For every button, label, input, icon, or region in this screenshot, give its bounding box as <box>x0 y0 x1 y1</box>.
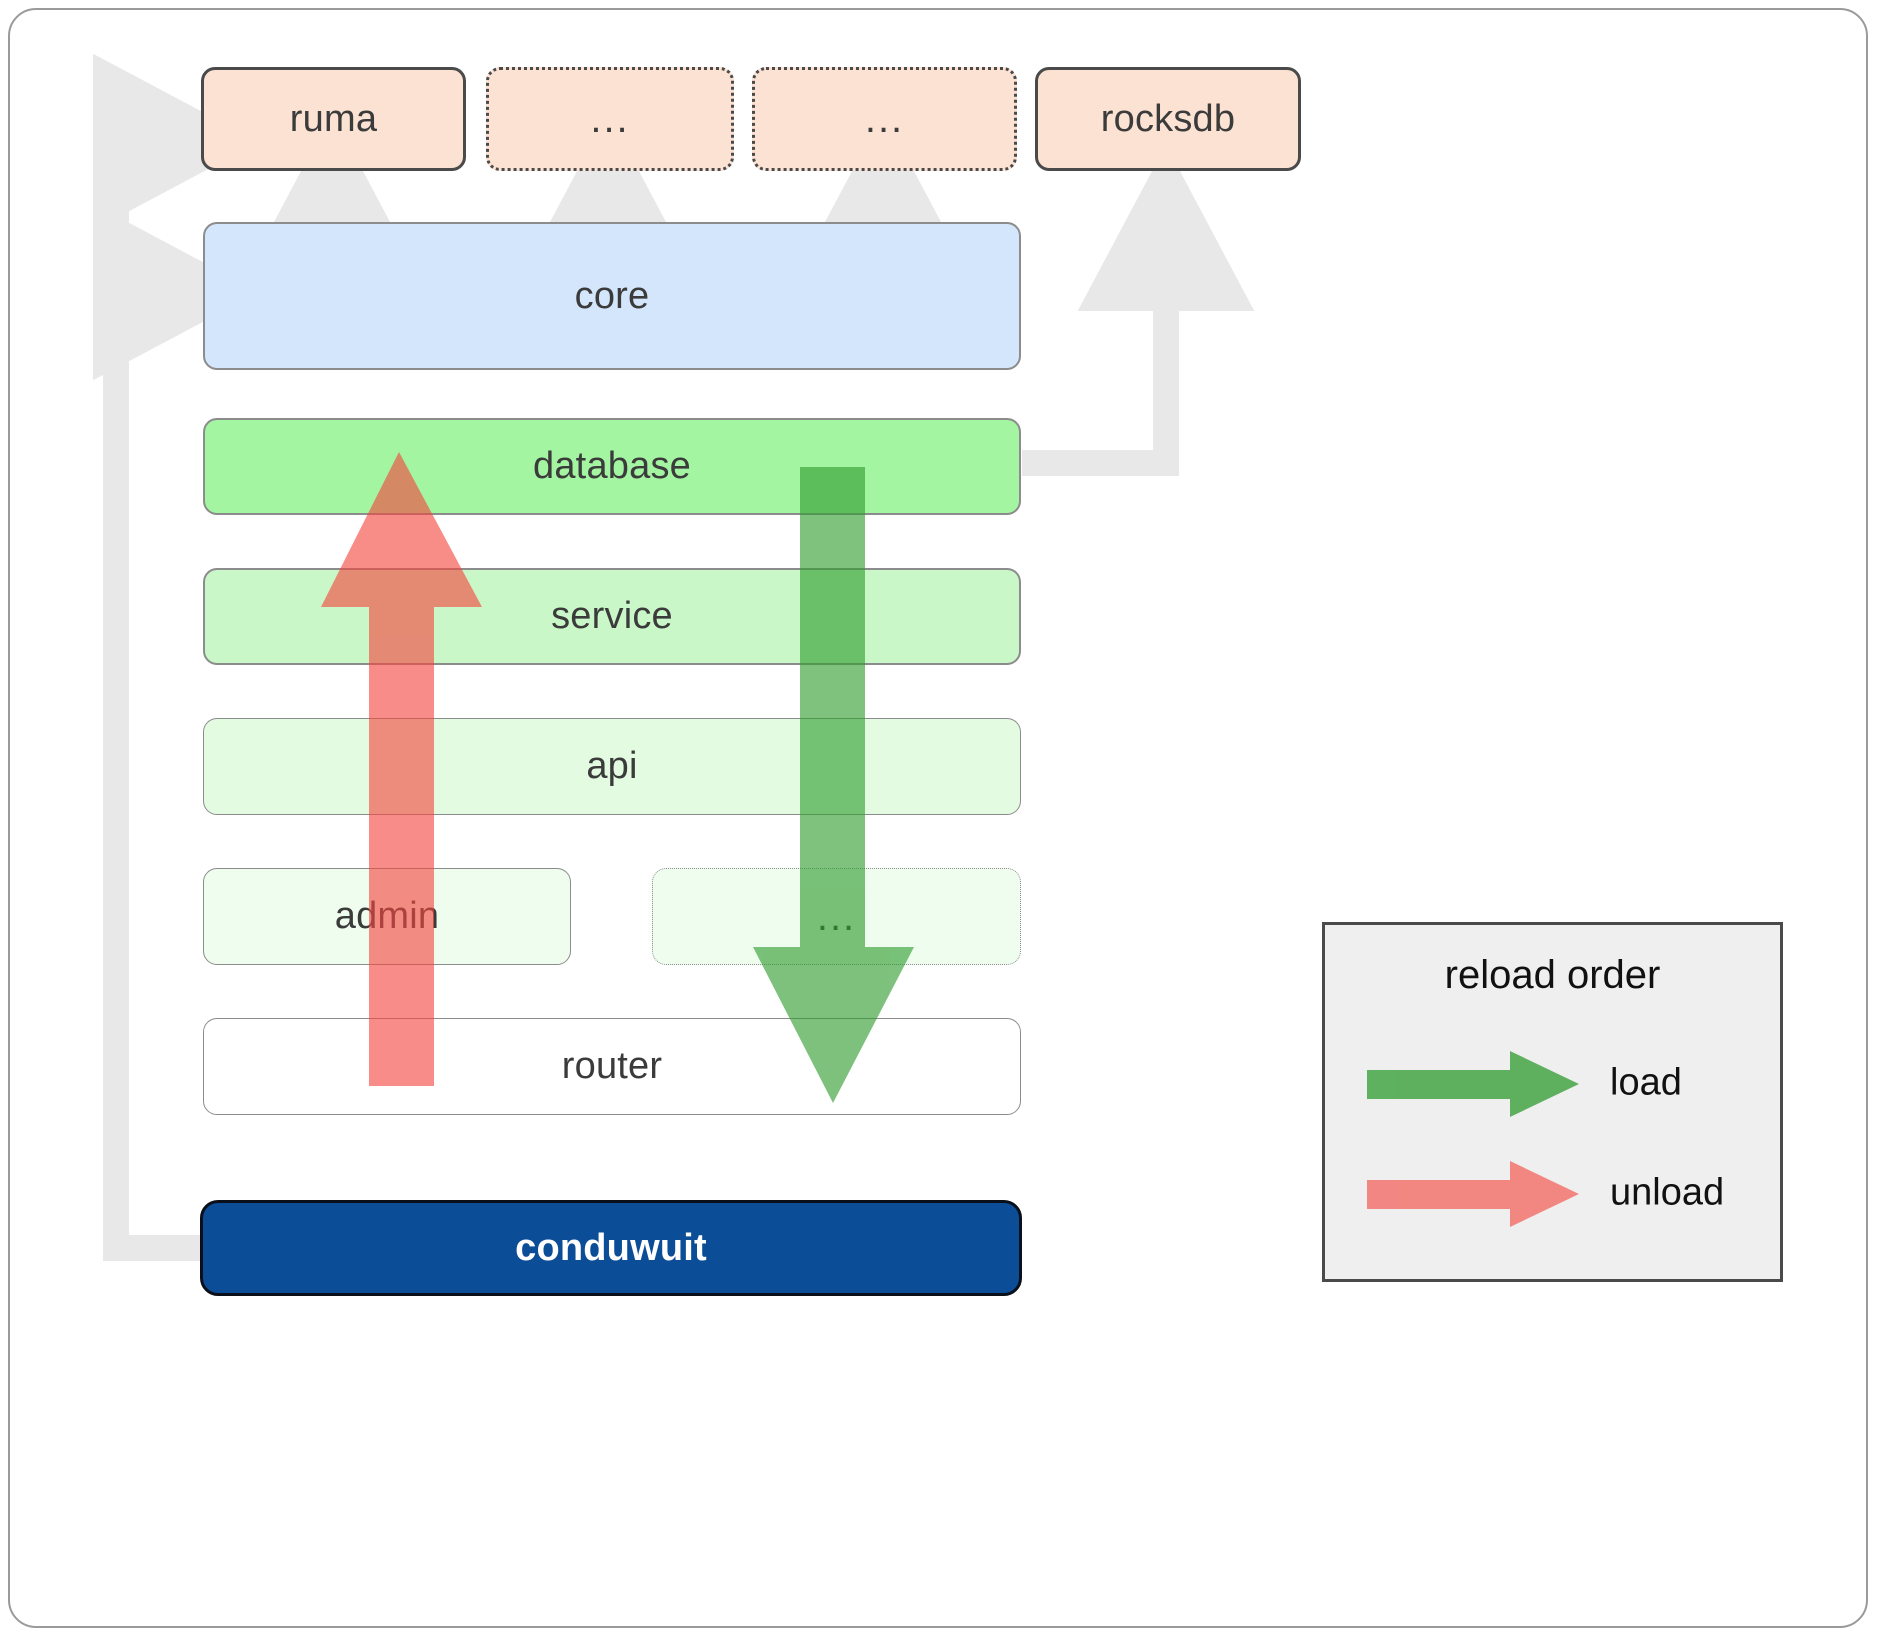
node-api-label: api <box>586 745 638 787</box>
node-ruma[interactable]: ruma <box>201 67 466 171</box>
node-router-label: router <box>561 1045 663 1087</box>
legend-load-arrow-icon <box>1367 1051 1579 1117</box>
legend-title: reload order <box>1444 953 1661 997</box>
node-dep-dots-2[interactable]: ... <box>752 67 1017 171</box>
legend-unload-arrow-icon <box>1367 1161 1579 1227</box>
legend-reload-order: reload order load unload <box>1322 922 1783 1282</box>
node-router[interactable]: router <box>203 1018 1021 1115</box>
node-service[interactable]: service <box>203 568 1021 665</box>
legend-load-label: load <box>1610 1061 1682 1104</box>
node-api[interactable]: api <box>203 718 1021 815</box>
node-conduwuit[interactable]: conduwuit <box>200 1200 1022 1296</box>
legend-row-unload: unload <box>1325 1153 1780 1233</box>
node-admin-label: admin <box>334 895 440 937</box>
legend-row-load: load <box>1325 1043 1780 1123</box>
node-database[interactable]: database <box>203 418 1021 515</box>
node-database-label: database <box>533 445 691 487</box>
legend-unload-label: unload <box>1610 1171 1725 1214</box>
node-ruma-label: ruma <box>289 97 378 140</box>
node-dep-dots-1[interactable]: ... <box>486 67 734 171</box>
node-conduwuit-label: conduwuit <box>515 1226 707 1269</box>
node-admin[interactable]: admin <box>203 868 571 965</box>
node-dep-dots-1-label: ... <box>590 97 630 141</box>
node-service-label: service <box>551 595 673 637</box>
node-dep-dots-2-label: ... <box>864 97 905 141</box>
node-rocksdb-label: rocksdb <box>1100 97 1236 140</box>
node-core[interactable]: core <box>203 222 1021 370</box>
node-core-label: core <box>574 274 650 317</box>
node-layer-dots[interactable]: ... <box>652 868 1021 965</box>
node-rocksdb[interactable]: rocksdb <box>1035 67 1301 171</box>
node-layer-dots-label: ... <box>816 894 857 939</box>
